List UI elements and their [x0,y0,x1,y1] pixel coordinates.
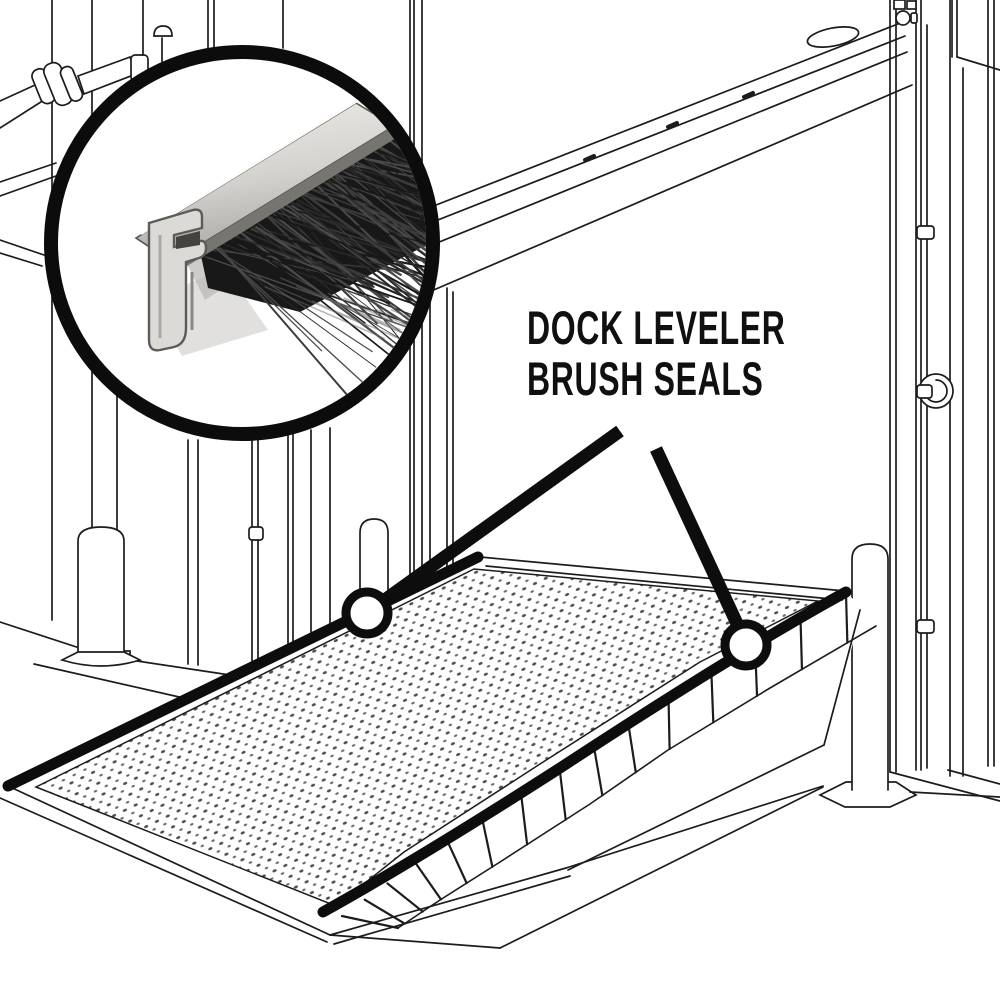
track-clip [916,225,935,240]
pointer-line-left [364,425,624,618]
pointer-dot-right [720,619,772,671]
pointer-line-right [650,446,752,646]
track-roller-top [895,10,911,26]
track-bracket [893,0,906,10]
pointer-dot-left [341,587,393,639]
header-hand-hole [806,26,860,48]
bollard-middle [359,518,389,601]
door-track-right [889,0,1000,802]
wall-clip [248,526,264,541]
bollard-right [818,543,918,808]
bollard-left [59,526,143,667]
slope-hatch-band [340,592,849,930]
brush-seal-photo [134,98,426,427]
bollards [59,518,918,808]
pointer-callouts [341,425,772,671]
right-edge-seal [317,586,852,918]
callout-title-line1: DOCK LEVELER [527,301,786,354]
callout-title: DOCK LEVELER BRUSH SEALS [527,302,786,404]
track-clip [916,619,935,634]
seal-holder-f-profile [147,208,208,352]
door-header-beam [384,21,913,299]
pole-cap [153,25,173,37]
dock-leveler-ramp [0,551,1000,949]
callout-title-line2: BRUSH SEALS [527,352,764,405]
track-roller-wheel [916,373,954,409]
brush-seal-inset [44,45,440,441]
